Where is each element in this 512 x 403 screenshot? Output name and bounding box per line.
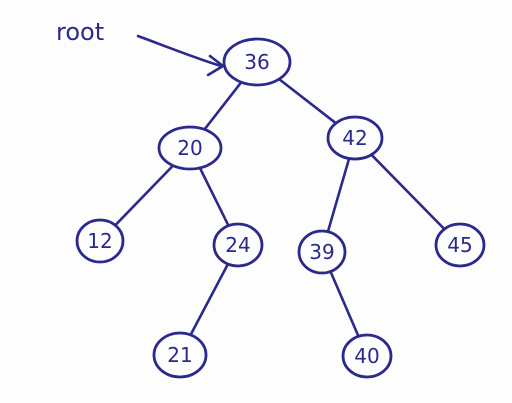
tree-node-42: 42 — [326, 115, 384, 161]
tree-node-45: 45 — [434, 222, 486, 268]
root-arrowhead — [206, 54, 225, 77]
edge-n24-n21 — [189, 262, 230, 337]
node-circle — [222, 37, 292, 87]
node-label: 36 — [244, 50, 269, 74]
node-label: 42 — [342, 126, 367, 150]
edge-n39-n40 — [329, 270, 360, 338]
tree-node-40: 40 — [341, 333, 393, 379]
node-label: 12 — [87, 229, 112, 253]
root-label: root — [56, 18, 104, 46]
node-label: 40 — [354, 344, 379, 368]
nodes-layer: 36 20 42 12 24 39 45 21 40 — [75, 37, 486, 379]
root-pointer: root — [56, 18, 225, 77]
tree-node-20: 20 — [157, 125, 223, 171]
node-circle — [152, 331, 208, 379]
node-circle — [434, 222, 486, 268]
node-circle — [157, 125, 223, 171]
node-circle — [326, 115, 384, 161]
node-label: 39 — [309, 240, 334, 264]
tree-node-36: 36 — [222, 37, 292, 87]
node-circle — [75, 218, 125, 264]
edge-n42-n45 — [370, 153, 446, 231]
tree-node-12: 12 — [75, 218, 125, 264]
edge-n20-n24 — [198, 166, 230, 227]
edge-n36-n42 — [277, 77, 338, 125]
edges-layer — [113, 77, 446, 338]
tree-node-21: 21 — [152, 331, 208, 379]
edge-n36-n20 — [203, 80, 243, 131]
node-label: 45 — [447, 233, 472, 257]
node-circle — [297, 229, 347, 275]
node-label: 24 — [225, 233, 250, 257]
tree-node-39: 39 — [297, 229, 347, 275]
edge-n42-n39 — [326, 157, 351, 233]
node-circle — [341, 333, 393, 379]
root-arrow — [136, 34, 223, 68]
node-label: 21 — [167, 343, 192, 367]
node-circle — [212, 222, 264, 268]
edge-n20-n12 — [113, 164, 175, 227]
tree-node-24: 24 — [212, 222, 264, 268]
node-label: 20 — [177, 136, 202, 160]
